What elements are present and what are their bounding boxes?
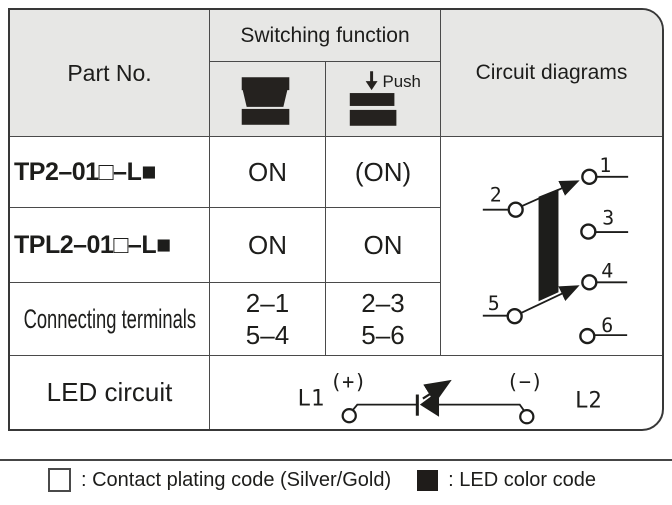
- led-circuit-label-cell: LED circuit: [10, 356, 210, 429]
- part-no-header-label: Part No.: [67, 59, 152, 86]
- terminal-2: [507, 201, 524, 218]
- pressed-button-icon: Push: [349, 70, 421, 126]
- push-arrow-icon: [365, 70, 378, 90]
- terminal-3-label: 3: [602, 207, 614, 230]
- released-button-icon: [241, 76, 290, 125]
- led-l2-label: L2: [575, 388, 602, 414]
- terminal-6: [579, 327, 596, 345]
- circuit-diagrams-header: Circuit diagrams: [441, 10, 662, 137]
- tp2-normal-value: ON: [248, 156, 287, 187]
- led-circuit-label: LED circuit: [46, 377, 173, 407]
- terminal-2-label: 2: [490, 184, 502, 207]
- led-terminal-l2: [519, 409, 535, 425]
- led-wire-left: [351, 403, 417, 412]
- terminal-5: [506, 308, 523, 325]
- terminal-3: [580, 223, 597, 240]
- part-number: TPL2–01□–L■: [14, 230, 171, 259]
- part-number-cell: TP2–01□–L■: [10, 137, 210, 208]
- led-plus-label: (+): [330, 369, 366, 393]
- led-circuit-diagram: L1 (+) (−) L2: [298, 369, 602, 425]
- terminal-1-label: 1: [599, 154, 611, 177]
- led-terminal-l1: [341, 408, 357, 424]
- terminals-pushed-value: 2–3 5–6: [361, 287, 405, 351]
- tp2-pushed-value: (ON): [354, 156, 412, 187]
- terminals-normal-cell: 2–1 5–4: [210, 283, 326, 356]
- switching-function-header: Switching function: [210, 10, 441, 62]
- switching-function-header-label: Switching function: [240, 23, 410, 47]
- tp2-pushed-cell: (ON): [326, 137, 441, 208]
- circuit-diagram: 1 2 3 4 5 6: [482, 154, 629, 345]
- legend: : Contact plating code (Silver/Gold) : L…: [48, 468, 596, 492]
- led-color-code-symbol: [417, 469, 439, 491]
- led-l1-label: L1: [298, 386, 325, 412]
- contact-plating-code-label: : Contact plating code (Silver/Gold): [81, 468, 392, 491]
- connecting-terminals-label: Connecting terminals: [23, 303, 196, 334]
- lever-2-1: [521, 180, 580, 208]
- terminal-6-label: 6: [601, 314, 613, 337]
- terminal-4: [581, 274, 598, 291]
- button-pressed-cell: Push: [326, 62, 441, 137]
- led-color-code-label: : LED color code: [448, 468, 597, 491]
- emission-arrow-icon: [422, 379, 452, 404]
- divider-line: [0, 459, 672, 461]
- lever-5-4: [520, 285, 580, 315]
- push-label: Push: [383, 72, 421, 91]
- tpl2-pushed-cell: ON: [326, 208, 441, 283]
- terminals-normal-value: 2–1 5–4: [245, 287, 290, 351]
- terminal-4-label: 4: [601, 259, 613, 282]
- tpl2-pushed-value: ON: [363, 229, 403, 260]
- part-number: TP2–01□–L■: [14, 157, 156, 186]
- tp2-normal-cell: ON: [210, 137, 326, 208]
- contact-plating-code-symbol: [48, 468, 71, 492]
- terminal-1: [581, 168, 598, 185]
- terminals-pushed-cell: 2–3 5–6: [326, 283, 441, 356]
- terminal-5-label: 5: [488, 292, 500, 315]
- tpl2-normal-value: ON: [248, 229, 287, 260]
- led-wire-right: [439, 403, 526, 413]
- connecting-terminals-cell: Connecting terminals: [10, 283, 210, 356]
- circuit-diagram-cell: 1 2 3 4 5 6: [441, 137, 662, 356]
- led-minus-label: (−): [507, 369, 543, 393]
- coupling-bar: [538, 188, 559, 302]
- part-no-header: Part No.: [10, 10, 210, 137]
- button-released-cell: [210, 62, 326, 137]
- tpl2-normal-cell: ON: [210, 208, 326, 283]
- circuit-diagrams-header-label: Circuit diagrams: [475, 61, 628, 84]
- part-number-cell: TPL2–01□–L■: [10, 208, 210, 283]
- led-circuit-diagram-cell: L1 (+) (−) L2: [210, 356, 662, 429]
- switch-spec-table: Part No. Switching function Circuit diag…: [8, 8, 664, 431]
